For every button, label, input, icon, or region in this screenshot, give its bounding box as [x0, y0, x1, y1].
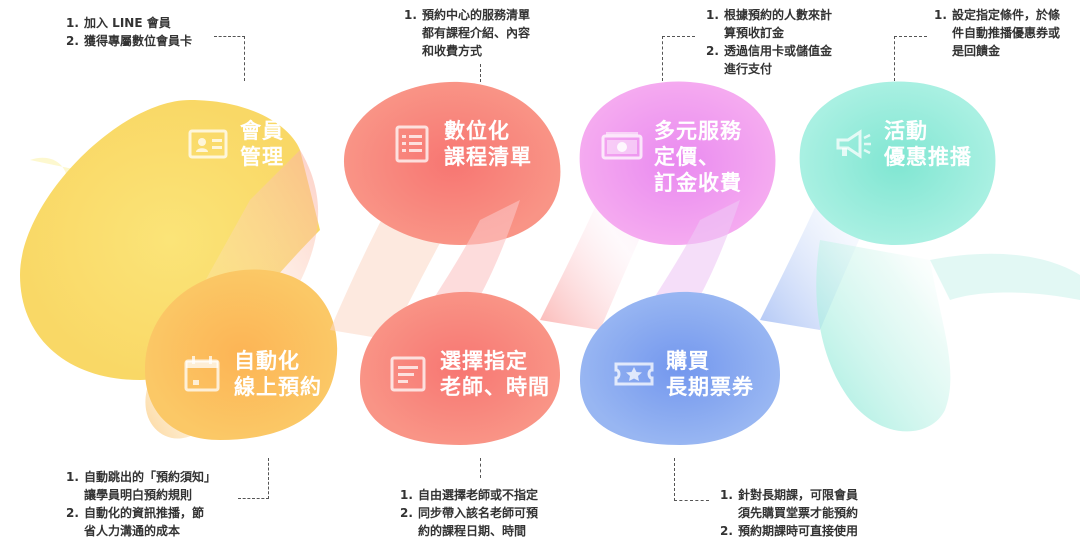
node-booking: 自動化 線上預約 [180, 348, 322, 400]
calendar-icon [184, 356, 220, 392]
node-teacher: 選擇指定 老師、時間 [386, 348, 550, 400]
megaphone-icon [836, 129, 871, 159]
note-item-number: 1. [400, 488, 413, 502]
connector-booking [238, 458, 269, 499]
note-item-text: 自動跳出的「預約須知」 讓學員明白預約規則 [84, 470, 217, 502]
ribbon-band-7 [816, 240, 951, 432]
note-item-number: 2. [66, 34, 79, 48]
note-member: 1. 加入 LINE 會員 2. 獲得專屬數位會員卡 [66, 14, 192, 50]
node-ticket-title: 購買 長期票券 [666, 349, 754, 399]
note-booking: 1. 自動跳出的「預約須知」 讓學員明白預約規則 2. 自動化的資訊推播，節 省人力… [66, 468, 216, 540]
ribbon-segment-pink [579, 81, 776, 245]
note-item-text: 自由選擇老師或不指定 [418, 488, 539, 502]
note-item-text: 透過信用卡或儲值金 進行支付 [724, 44, 833, 76]
note-item: 2. 自動化的資訊推播，節 省人力溝通的成本 [66, 504, 216, 540]
node-member-title: 會員 管理 [240, 119, 284, 169]
note-item-text: 針對長期課，可限會員 須先購買堂票才能預約 [738, 488, 859, 520]
node-course: 數位化 課程清單 [390, 118, 532, 170]
note-item-number: 1. [706, 8, 719, 22]
note-item-number: 1. [66, 470, 79, 484]
connector-course [480, 64, 481, 82]
node-booking-title: 自動化 線上預約 [234, 349, 322, 399]
list-document-icon [395, 125, 429, 163]
note-item-number: 2. [400, 506, 413, 520]
note-item: 2. 同步帶入該名老師可預 約的課程日期、時間 [400, 504, 538, 540]
connector-promo [894, 36, 927, 81]
star-ticket-icon [614, 362, 654, 386]
note-item-text: 同步帶入該名老師可預 約的課程日期、時間 [418, 506, 539, 538]
connector-member [214, 36, 245, 81]
form-document-icon [390, 356, 426, 392]
note-item: 1. 自動跳出的「預約須知」 讓學員明白預約規則 [66, 468, 216, 504]
note-item: 1. 預約中心的服務清單 都有課程介紹、內容 和收費方式 [404, 6, 530, 60]
ribbon-tail-right [930, 253, 1080, 300]
node-member: 會員 管理 [186, 118, 284, 170]
connector-pricing [662, 36, 695, 81]
node-promo-title: 活動 優惠推播 [884, 119, 972, 169]
note-item-text: 預約中心的服務清單 都有課程介紹、內容 和收費方式 [422, 8, 531, 58]
note-item-text: 根據預約的人數來計 算預收訂金 [724, 8, 833, 40]
connector-ticket [674, 458, 709, 501]
money-bill-icon [601, 132, 643, 160]
id-card-icon [188, 129, 228, 159]
connector-teacher [480, 458, 481, 478]
note-item: 1. 加入 LINE 會員 [66, 14, 192, 32]
note-item-number: 1. [404, 8, 417, 22]
note-item: 1. 針對長期課，可限會員 須先購買堂票才能預約 [720, 486, 858, 522]
ribbon-segment-red-bottom [360, 291, 560, 445]
note-pricing: 1. 根據預約的人數來計 算預收訂金 2. 透過信用卡或儲值金 進行支付 [706, 6, 832, 78]
note-item: 2. 透過信用卡或儲值金 進行支付 [706, 42, 832, 78]
note-item-text: 預約期課時可直接使用 [738, 524, 859, 538]
note-item-text: 加入 LINE 會員 [84, 16, 171, 30]
ribbon-segment-red-top [343, 81, 561, 245]
note-ticket: 1. 針對長期課，可限會員 須先購買堂票才能預約 2. 預約期課時可直接使用 [720, 486, 858, 540]
note-item-number: 1. [66, 16, 79, 30]
node-pricing: 多元服務 定價、 訂金收費 [600, 118, 742, 196]
note-course: 1. 預約中心的服務清單 都有課程介紹、內容 和收費方式 [404, 6, 530, 60]
note-item: 1. 設定指定條件，於條 件自動推播優惠券或 是回饋金 [934, 6, 1060, 60]
note-item-text: 自動化的資訊推播，節 省人力溝通的成本 [84, 506, 205, 538]
node-teacher-title: 選擇指定 老師、時間 [440, 349, 550, 399]
note-item-number: 2. [706, 44, 719, 58]
note-item: 1. 根據預約的人數來計 算預收訂金 [706, 6, 832, 42]
note-item-number: 1. [934, 8, 947, 22]
note-promo: 1. 設定指定條件，於條 件自動推播優惠券或 是回饋金 [934, 6, 1060, 60]
note-item: 2. 預約期課時可直接使用 [720, 522, 858, 540]
note-teacher: 1. 自由選擇老師或不指定 2. 同步帶入該名老師可預 約的課程日期、時間 [400, 486, 538, 540]
node-promo: 活動 優惠推播 [830, 118, 972, 170]
note-item-number: 2. [66, 506, 79, 520]
ribbon-segment-cyan [799, 81, 996, 245]
node-pricing-title: 多元服務 定價、 訂金收費 [654, 119, 742, 195]
note-item: 1. 自由選擇老師或不指定 [400, 486, 538, 504]
node-course-title: 數位化 課程清單 [444, 119, 532, 169]
note-item-number: 2. [720, 524, 733, 538]
node-ticket: 購買 長期票券 [612, 348, 754, 400]
note-item-number: 1. [720, 488, 733, 502]
note-item-text: 設定指定條件，於條 件自動推播優惠券或 是回饋金 [952, 8, 1061, 58]
note-item: 2. 獲得專屬數位會員卡 [66, 32, 192, 50]
ribbon-segment-orange [145, 269, 338, 440]
ribbon-segment-blue [580, 291, 780, 445]
note-item-text: 獲得專屬數位會員卡 [84, 34, 193, 48]
